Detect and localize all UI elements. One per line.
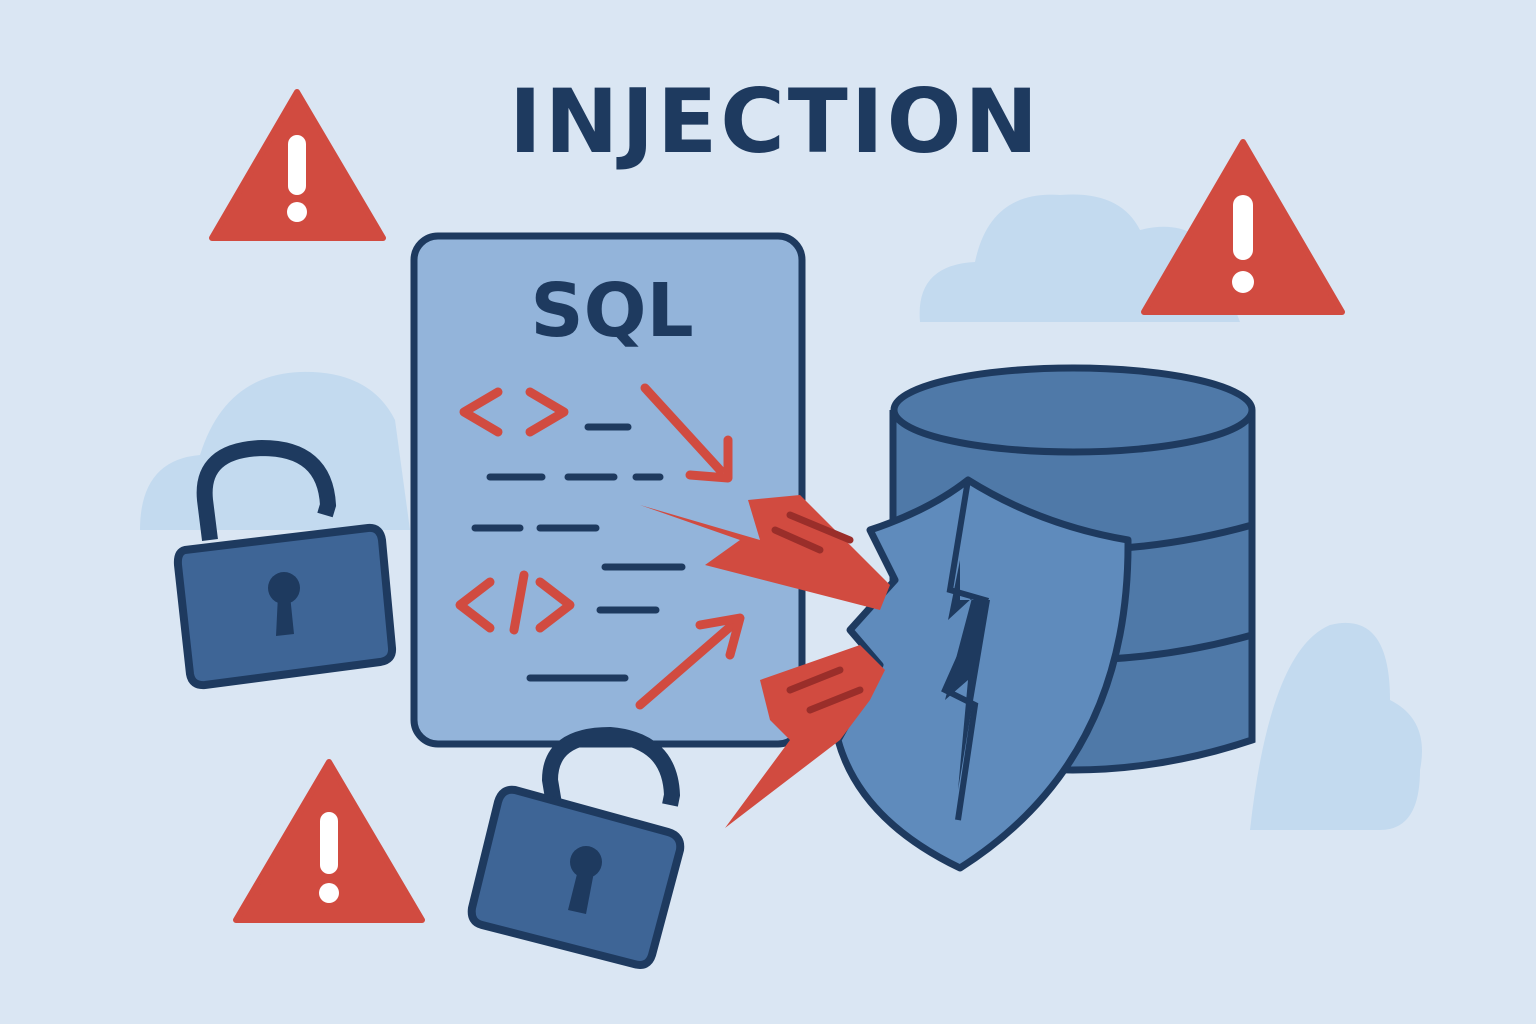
broken-shield-icon [834,476,1132,872]
code-lines [471,423,686,682]
page-title: INJECTION [509,70,1041,173]
unlocked-padlock-icon [467,726,685,969]
warning-icon [209,89,386,241]
warning-icon [1141,139,1345,315]
unlocked-padlock-icon [173,439,397,690]
document-label: SQL [530,268,693,354]
cloud-icon [1060,622,1422,830]
sql-document: SQL [410,232,806,748]
warning-icon [233,759,425,923]
arrow-text-lines [771,511,864,714]
code-tag-icon [455,383,745,710]
injection-arrows [640,495,890,828]
